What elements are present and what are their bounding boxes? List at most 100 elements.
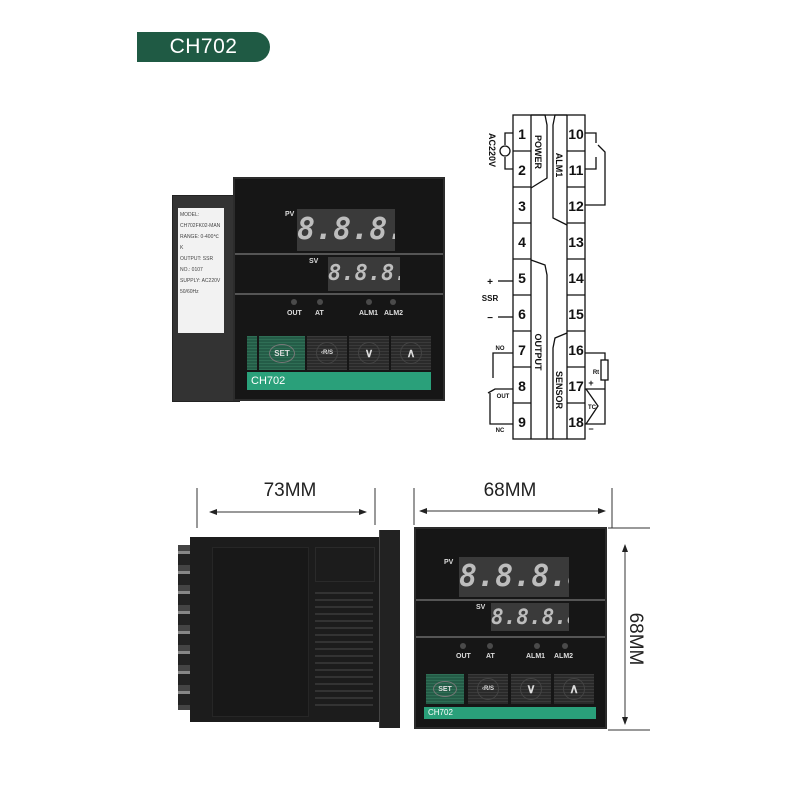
set-button[interactable]: SET <box>259 336 305 370</box>
alm1-label: ALM1 <box>359 310 379 317</box>
terminal-16: 16 <box>568 342 584 358</box>
at-label: AT <box>315 310 324 317</box>
chevron-up-icon: ∧ <box>400 342 422 364</box>
down-button[interactable]: ∨ <box>349 336 389 370</box>
divider <box>416 599 605 601</box>
rs-button[interactable]: ‹R/S <box>468 674 508 704</box>
set-button[interactable]: SET <box>426 674 464 704</box>
tc-label: TC <box>588 405 597 411</box>
rtd-icon <box>600 359 609 381</box>
rs-label: R/S <box>483 686 494 692</box>
ssr-minus-label: − <box>487 313 493 324</box>
alm1-led <box>534 643 540 649</box>
controller-front-top: PV 8.8.8.8. SV 8.8.8.8. OUT AT ALM1 ALM2… <box>233 177 445 401</box>
button-edge <box>247 336 257 370</box>
terminal-3: 3 <box>518 198 526 214</box>
ac220v-label: AC220V <box>487 133 497 167</box>
sv-label: SV <box>476 604 486 611</box>
alm1-relay-wire <box>585 132 606 206</box>
terminal-12: 12 <box>568 198 584 214</box>
out-led <box>291 299 297 305</box>
terminal-15: 15 <box>568 306 584 322</box>
ac-source-icon <box>499 145 511 157</box>
out-label: OUT <box>497 394 510 400</box>
at-label: AT <box>486 653 495 660</box>
out-label: OUT <box>287 310 302 317</box>
out-led <box>460 643 466 649</box>
pv-label: PV <box>285 211 295 218</box>
depth-dimension: 73MM <box>263 480 317 501</box>
alm1-led <box>366 299 372 305</box>
chevron-down-icon: ∨ <box>358 342 380 364</box>
rtd-label: Rt <box>593 370 599 376</box>
controller-side-view <box>190 537 380 722</box>
no-label: NO <box>496 346 505 352</box>
ssr-label: SSR <box>482 294 499 303</box>
side-panel <box>315 547 375 582</box>
rs-button[interactable]: ‹R/S <box>307 336 347 370</box>
shift-rs-icon: ‹R/S <box>316 342 338 364</box>
power-group-bracket <box>530 114 548 189</box>
alm2-led <box>562 643 568 649</box>
sticker-line: OUTPUT: SSR <box>180 256 214 262</box>
terminal-14: 14 <box>568 270 584 286</box>
terminal-8: 8 <box>518 378 526 394</box>
side-panel <box>212 547 309 717</box>
shift-rs-icon: ‹R/S <box>477 678 499 700</box>
terminal-block-outline <box>512 114 586 440</box>
spec-sticker: MODEL: CH702FK02-MAN RANGE: 0-400℃ K OUT… <box>178 208 224 333</box>
at-led <box>317 299 323 305</box>
front-bezel <box>379 530 400 728</box>
sensor-wire <box>585 352 606 425</box>
width-dimension: 68MM <box>483 480 537 501</box>
chevron-down-icon: ∨ <box>520 678 542 700</box>
divider <box>235 253 443 255</box>
sv-display: 8.8.8.8. <box>491 603 569 631</box>
screw-terminals <box>178 545 192 710</box>
wire <box>504 132 513 170</box>
nc-label: NC <box>496 428 505 434</box>
vent-slots <box>315 587 373 707</box>
pv-display: 8.8.8.8. <box>297 209 395 251</box>
out-label: OUT <box>456 653 471 660</box>
terminal-4: 4 <box>518 234 526 250</box>
sticker-line: MODEL: CH702FK02-MAN <box>180 212 221 229</box>
model-strip: CH702 <box>247 372 431 390</box>
terminal-2: 2 <box>518 162 526 178</box>
alm1-label: ALM1 <box>526 653 546 660</box>
output-group-bracket <box>530 259 548 439</box>
tc-plus-label: + <box>588 378 593 388</box>
up-button[interactable]: ∧ <box>554 674 594 704</box>
model-strip: CH702 <box>424 707 596 719</box>
set-icon: SET <box>269 343 295 363</box>
ssr-plus-label: + <box>487 277 493 288</box>
terminal-17: 17 <box>568 378 584 394</box>
sticker-line: RANGE: 0-400℃ K <box>180 234 219 251</box>
up-button[interactable]: ∧ <box>391 336 431 370</box>
terminal-5: 5 <box>518 270 526 286</box>
divider <box>235 293 443 295</box>
down-button[interactable]: ∨ <box>511 674 551 704</box>
set-icon: SET <box>433 681 457 697</box>
chevron-up-icon: ∧ <box>563 678 585 700</box>
alm1-group-bracket <box>552 114 568 226</box>
terminal-1: 1 <box>518 126 526 142</box>
terminal-13: 13 <box>568 234 584 250</box>
power-group-label: POWER <box>533 135 543 170</box>
terminal-10: 10 <box>568 126 584 142</box>
sensor-group-bracket <box>552 332 568 439</box>
terminal-6: 6 <box>518 306 526 322</box>
model-badge: CH702 <box>137 32 270 62</box>
pv-display: 8.8.8.8. <box>459 557 569 597</box>
sv-label: SV <box>309 258 319 265</box>
alm2-led <box>390 299 396 305</box>
alm1-group-label: ALM1 <box>554 153 564 178</box>
thermocouple-icon <box>585 388 599 425</box>
alm2-label: ALM2 <box>554 653 574 660</box>
terminal-7: 7 <box>518 342 526 358</box>
output-group-label: OUTPUT <box>533 334 543 372</box>
sv-display: 8.8.8.8. <box>328 257 400 291</box>
tc-minus-label: − <box>588 424 593 434</box>
